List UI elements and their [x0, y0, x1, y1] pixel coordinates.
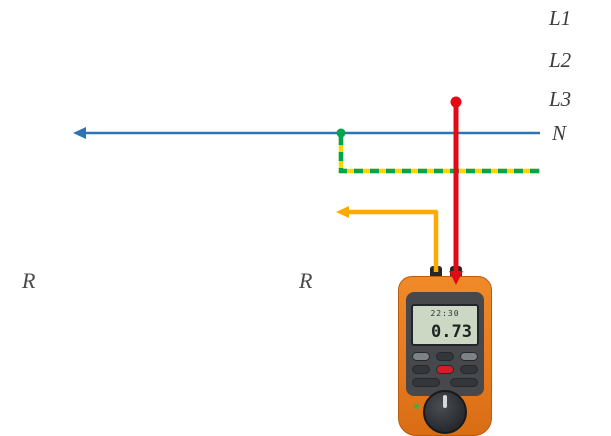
pe-line-underlay [338, 136, 540, 174]
meter-button-5[interactable] [460, 365, 478, 374]
label-resistance-left: R [22, 268, 36, 293]
meter-button-3[interactable] [460, 352, 478, 361]
orange-test-lead [347, 209, 439, 272]
display-value: 0.73 [431, 322, 472, 342]
label-resistance-mid: R [299, 268, 313, 293]
knob-pointer [443, 395, 447, 408]
meter-button-row-1 [412, 352, 478, 361]
neutral-line-arrow [73, 127, 86, 139]
display-time: 22:30 [430, 309, 460, 318]
meter-rotary-knob[interactable] [423, 390, 467, 434]
meter: 22:30 0.73 [398, 266, 492, 436]
pe-line [338, 136, 540, 174]
orange-lead-arrow [336, 206, 349, 218]
label-l2: L2 [549, 48, 572, 72]
label-l3: L3 [549, 87, 572, 111]
pe-connection-dot [336, 128, 346, 138]
meter-button-6[interactable] [412, 378, 440, 387]
meter-button-1[interactable] [412, 352, 430, 361]
meter-button-4[interactable] [412, 365, 430, 374]
label-n: N [552, 121, 567, 145]
meter-button-2[interactable] [436, 352, 454, 361]
meter-button-row-2 [412, 365, 478, 374]
meter-display: 22:30 0.73 [411, 304, 479, 346]
knob-range-mark [414, 404, 419, 409]
meter-button-7[interactable] [450, 378, 478, 387]
meter-button-row-3 [412, 378, 478, 387]
meter-start-button[interactable] [436, 365, 454, 374]
red-lead-terminal-dot [450, 96, 462, 108]
label-l1: L1 [549, 6, 572, 30]
